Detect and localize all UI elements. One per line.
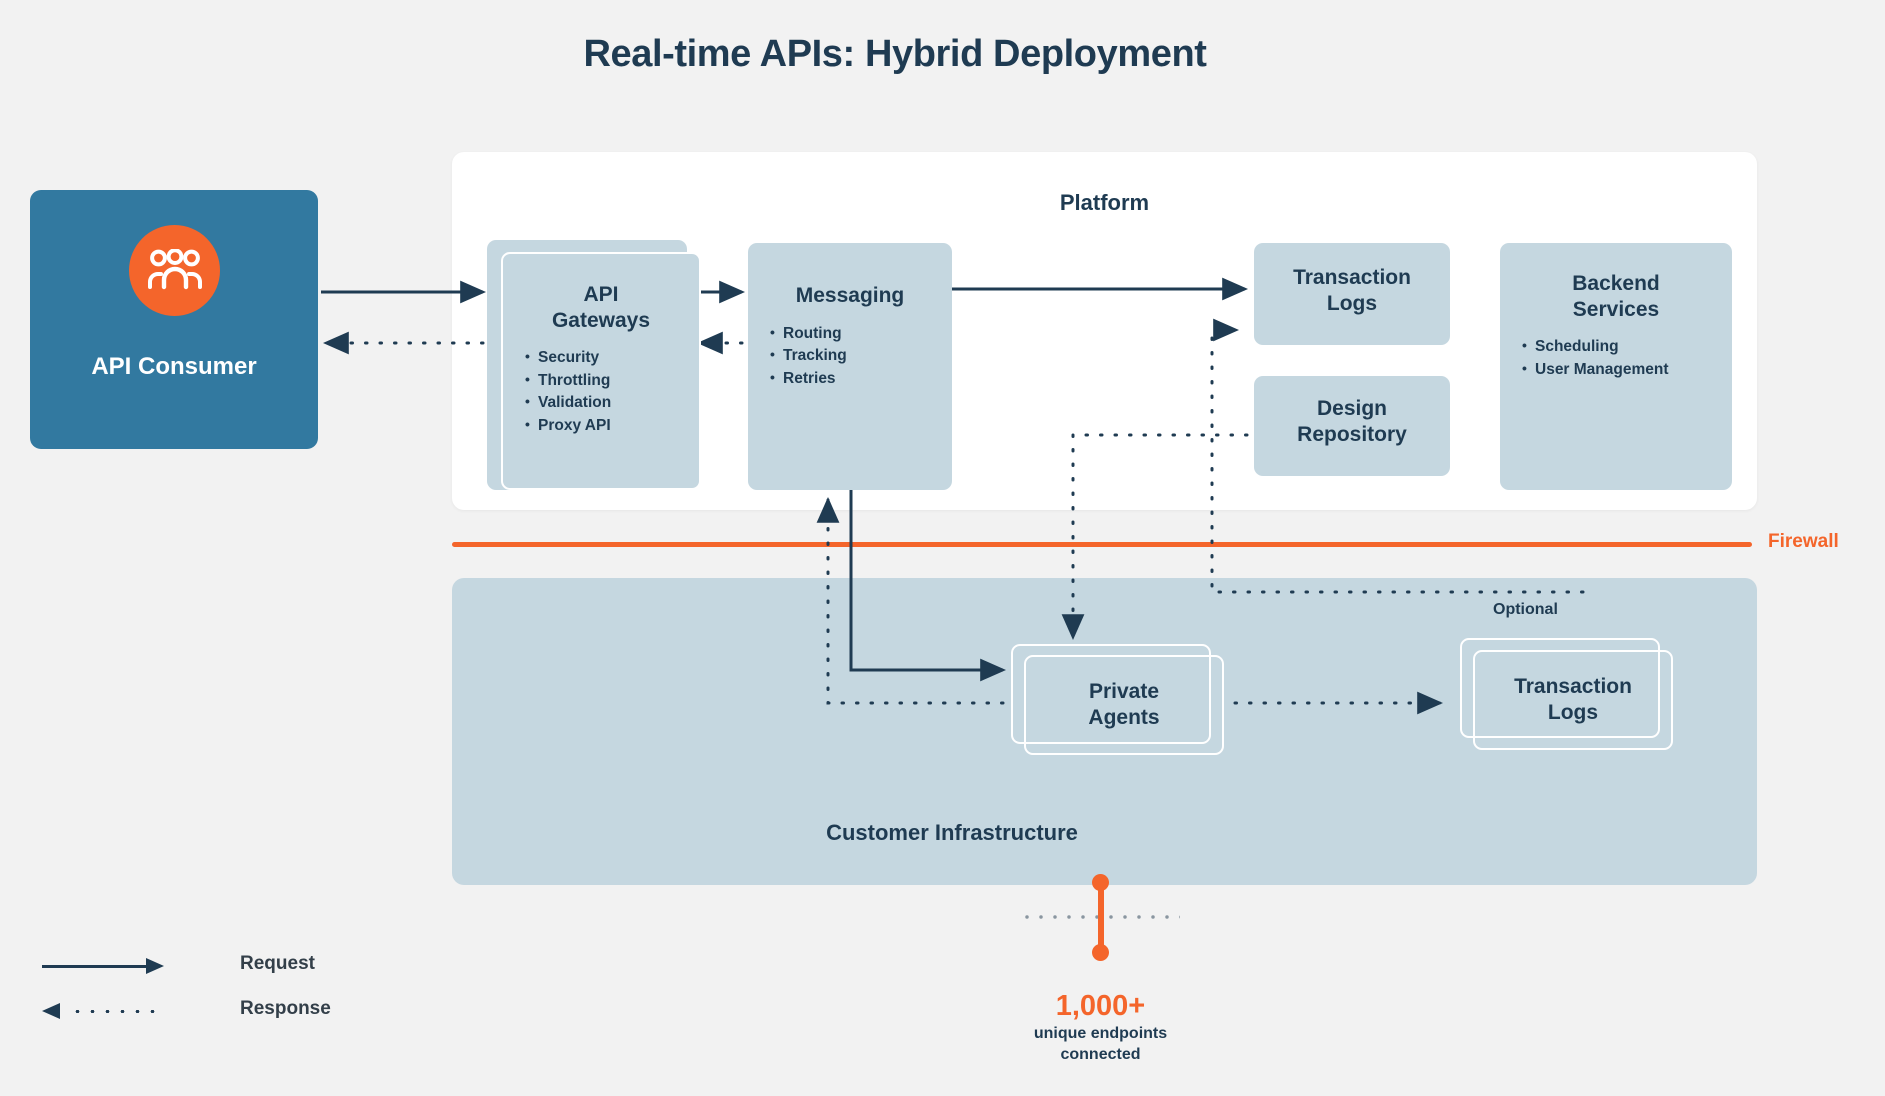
infra-transaction-logs-node[interactable]: Transaction Logs (1473, 650, 1673, 750)
legend-item-response: Response (42, 998, 372, 1045)
transaction-logs-title-line-2: Logs (1326, 291, 1378, 315)
endpoint-connector-bar (1098, 876, 1104, 960)
bullet-scheduling: Scheduling (1522, 335, 1732, 358)
customer-infrastructure-label: Customer Infrastructure (826, 820, 1078, 845)
backend-services-node[interactable]: Backend Services Scheduling User Managem… (1500, 243, 1732, 490)
messaging-title: Messaging (795, 284, 905, 307)
backend-services-title-line-1: Backend (1572, 272, 1660, 295)
messaging-node[interactable]: Messaging Routing Tracking Retries (748, 243, 952, 490)
endpoint-caption: unique endpoints connected (978, 1024, 1223, 1066)
infra-transaction-logs-title-line-2: Logs (1547, 701, 1599, 725)
api-gateways-title-line-1: API (583, 283, 619, 306)
legend-label-request: Request (240, 953, 315, 974)
endpoint-caption-line-1: unique endpoints (1033, 1025, 1168, 1042)
api-gateways-node[interactable]: API Gateways Security Throttling Validat… (501, 252, 701, 490)
private-agents-stack-shadow (1011, 644, 1211, 744)
design-repository-title-line-1: Design (1316, 397, 1387, 420)
infra-transaction-logs-title-line-1: Transaction (1514, 675, 1632, 698)
api-gateways-title-line-2: Gateways (551, 308, 651, 332)
platform-label: Platform (1059, 190, 1150, 215)
bullet-retries: Retries (770, 367, 952, 390)
backend-services-bullets: Scheduling User Management (1500, 335, 1732, 381)
design-repository-node[interactable]: Design Repository (1254, 376, 1450, 476)
endpoint-dot-bottom (1092, 944, 1109, 961)
response-arrowhead-icon (42, 1003, 60, 1019)
bullet-routing: Routing (770, 322, 952, 345)
bullet-tracking: Tracking (770, 344, 952, 367)
design-repository-title-line-2: Repository (1297, 422, 1407, 446)
transaction-logs-title-line-1: Transaction (1293, 266, 1411, 289)
request-arrowhead-icon (146, 958, 164, 974)
private-agents-title-line-2: Agents (1088, 706, 1160, 730)
legend-item-request: Request (42, 953, 372, 1000)
bullet-security: Security (525, 346, 699, 369)
firewall-line (452, 542, 1752, 547)
private-agents-node[interactable]: Private Agents (1024, 655, 1224, 755)
private-agents-title-line-1: Private (1088, 680, 1160, 703)
bullet-validation: Validation (525, 391, 699, 414)
endpoint-dot-top (1092, 874, 1109, 891)
api-gateways-bullets: Security Throttling Validation Proxy API (503, 346, 699, 437)
transaction-logs-node[interactable]: Transaction Logs (1254, 243, 1450, 345)
page-title: Real-time APIs: Hybrid Deployment (583, 33, 1207, 75)
response-arrow-icon (70, 1010, 164, 1013)
endpoint-caption-line-2: connected (1060, 1045, 1141, 1063)
firewall-label: Firewall (1768, 531, 1839, 552)
api-consumer-node[interactable]: API Consumer (30, 190, 318, 449)
messaging-bullets: Routing Tracking Retries (748, 322, 952, 390)
legend-label-response: Response (240, 998, 331, 1019)
bullet-user-management: User Management (1522, 358, 1732, 381)
users-group-icon (128, 225, 220, 316)
backend-services-title-line-2: Services (1572, 297, 1660, 321)
legend: Request Response (42, 953, 372, 1045)
api-consumer-label: API Consumer (91, 353, 257, 380)
bullet-proxy-api: Proxy API (525, 414, 699, 437)
endpoint-count: 1,000+ (1055, 990, 1146, 1022)
infra-transaction-logs-stack-shadow (1460, 638, 1660, 738)
optional-label: Optional (1493, 601, 1558, 618)
bullet-throttling: Throttling (525, 369, 699, 392)
request-arrow-icon (42, 965, 147, 968)
